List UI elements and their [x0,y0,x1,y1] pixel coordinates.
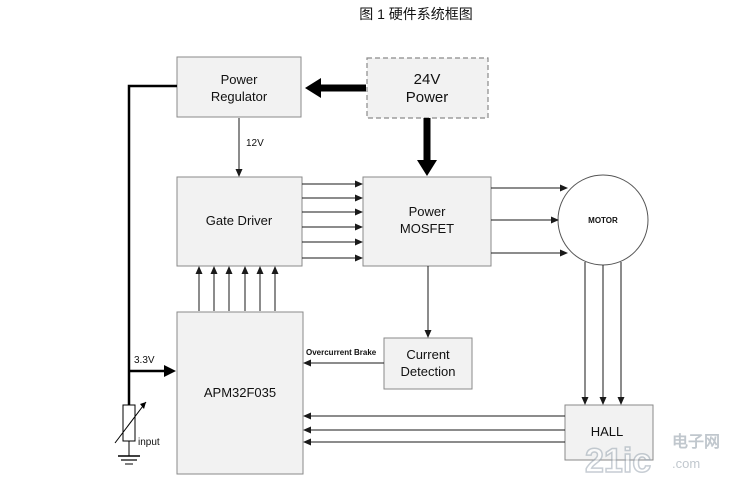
gate-drive-signals [302,180,363,262]
power-24v-label-1: 24V [414,71,441,88]
power-24v-block: 24V Power [366,57,489,119]
hall-block: HALL [564,404,654,461]
power-mosfet-label-1: Power [409,204,447,219]
figure-caption: 图 1 硬件系统框图 [359,6,473,22]
arrow-24v-to-regulator [305,78,366,98]
hall-signals [303,412,565,446]
motor-phase-lines [491,184,568,257]
current-detection-label-1: Current [406,347,450,362]
power-regulator-label-1: Power [221,72,259,87]
power-mosfet-label-2: MOSFET [400,221,454,236]
hall-label: HALL [591,424,624,439]
motor-to-hall-lines [581,262,625,405]
motor-label: MOTOR [588,216,618,225]
gate-driver-block: Gate Driver [176,176,303,267]
power-regulator-label-2: Regulator [211,89,268,104]
power-24v-label-2: Power [406,89,449,106]
label-overcurrent-brake: Overcurrent Brake [306,348,377,357]
rail-3v3 [127,84,177,405]
power-mosfet-block: Power MOSFET [362,176,492,267]
mcu-block: APM32F035 [176,311,304,475]
power-regulator-block: Power Regulator [176,56,302,118]
watermark-brand: 21ic [585,442,651,479]
current-detection-block: Current Detection [383,337,473,390]
current-detection-label-2: Detection [401,364,456,379]
pwm-signals [195,266,279,311]
watermark-cn: 电子网 [672,432,720,451]
arrow-24v-to-mosfet [417,118,437,176]
watermark-cn-sub: .com [672,456,700,471]
motor-block: MOTOR [557,174,649,266]
potentiometer-symbol [114,401,147,465]
gate-driver-label: Gate Driver [206,213,273,228]
label-input: input [138,437,160,448]
label-12v: 12V [246,138,264,149]
mcu-label: APM32F035 [204,385,276,400]
label-3v3: 3.3V [134,355,155,366]
watermark-logo: 21ic 电子网 .com [584,432,720,479]
